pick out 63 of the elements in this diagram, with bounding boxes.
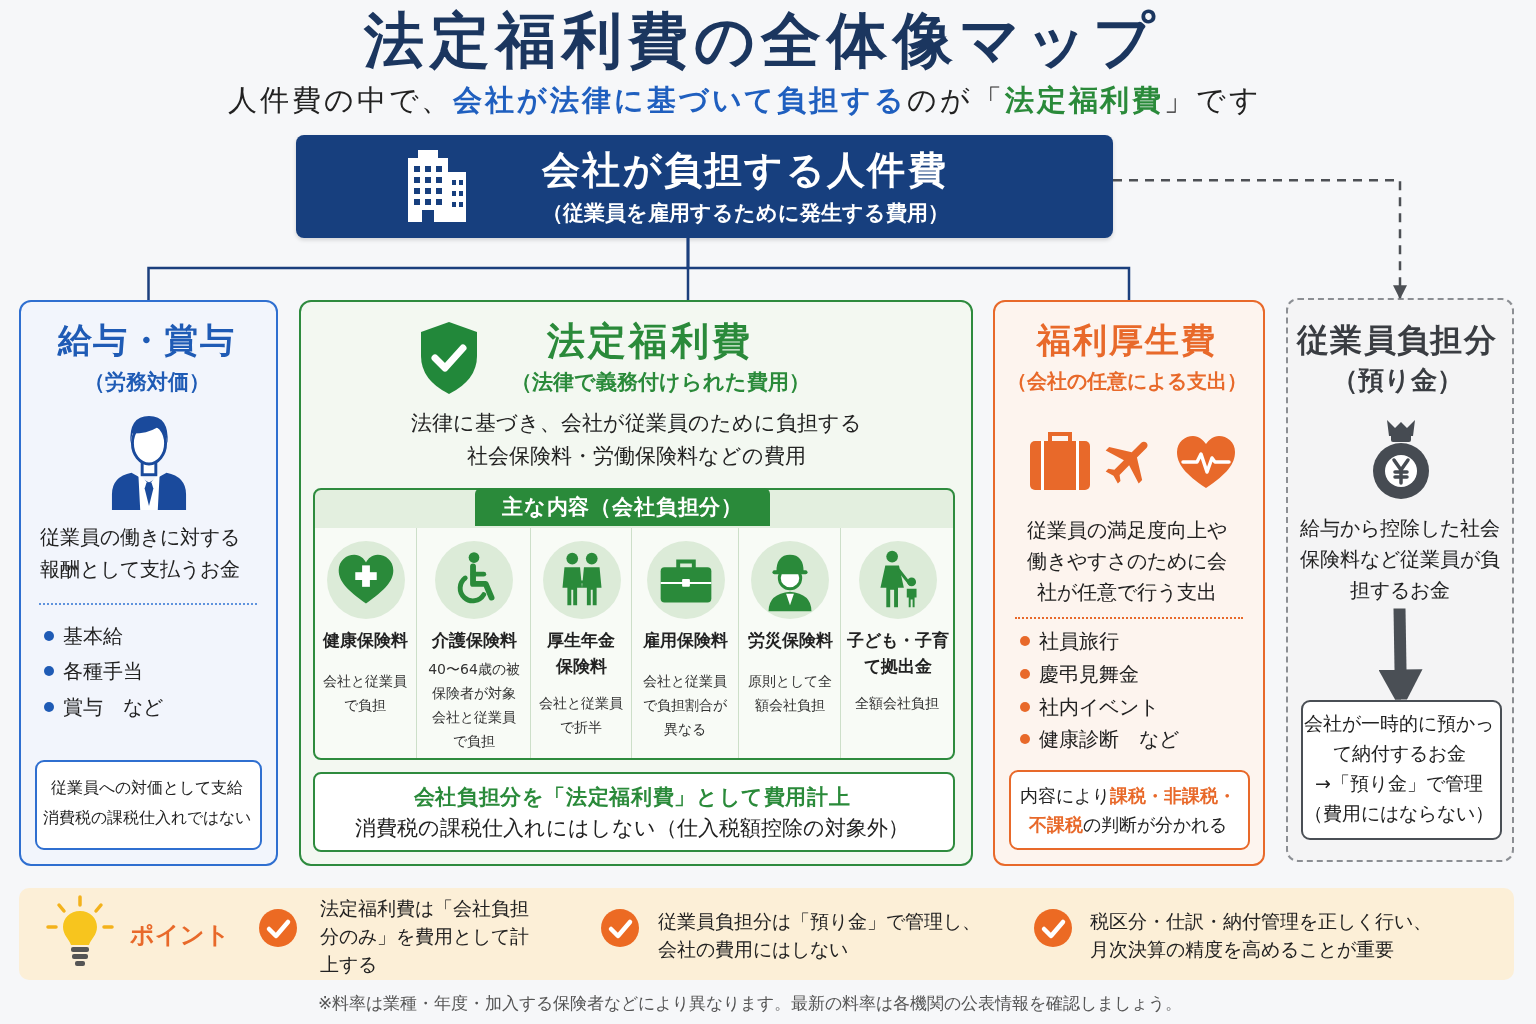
item-description: 会社と従業員で負担割合が異なる: [642, 672, 729, 739]
category-panel: [299, 300, 973, 866]
panel-subtitle: （会社の任意による支出）: [1006, 368, 1248, 395]
note-text: （費用にはならない）: [1303, 800, 1495, 826]
item-name: 子ども・子育て拠出金: [845, 629, 950, 678]
summary-text: 消費税の課税仕入れにはしない（仕入税額控除の対象外）: [354, 815, 910, 842]
description-text: 従業員の働きに対する報酬として支払うお金: [40, 524, 241, 583]
page-subtitle: 人件費の中で、会社が法律に基づいて負担するのが「法定福利費」です: [227, 82, 1263, 119]
item-description: 全額会社負担: [854, 694, 941, 713]
bullet-item: 健康診断 など: [1039, 726, 1180, 753]
point-text: 税区分・仕訳・納付管理を正しく行い、月次決算の精度を高めることが重要: [1090, 909, 1433, 962]
footnote-text: ※料率は業種・年度・加入する保険者などにより異なります。最新の料率は各機関の公表情報を確認しましょう。: [316, 992, 1184, 1015]
bullet-item: 社内イベント: [1039, 694, 1160, 721]
summary-panel: [313, 772, 955, 852]
item-description: 会社と従業員で折半: [538, 694, 625, 737]
point-text: 従業員負担分は「預り金」で管理し、会社の費用にはしない: [658, 909, 982, 962]
note-panel: [1009, 770, 1250, 850]
category-panel: [19, 300, 278, 866]
panel-subtitle: （従業員を雇用するために発生する費用）: [540, 200, 950, 227]
item-description: 原則として全額会社負担: [747, 672, 833, 715]
item-name: 介護保険料: [430, 629, 518, 652]
note-text: →「預り金」で管理: [1314, 770, 1484, 796]
description-text: 法律に基づき、会社が従業員のために負担する社会保険料・労働保険料などの費用: [410, 410, 863, 470]
point-banner: [19, 888, 1514, 980]
note-text: 消費税の課税仕入れではない: [41, 807, 252, 829]
category-panel: [993, 300, 1265, 866]
description-text: 従業員の満足度向上や働きやすさのために会社が任意で行う支出: [1026, 517, 1228, 606]
panel-subtitle: （労務対価）: [82, 369, 211, 396]
item-name: 健康保険料: [322, 629, 409, 652]
panel-title: 会社が負担する人件費: [541, 147, 949, 194]
note-text: 会社が一時的に預かって納付するお金: [1303, 710, 1495, 766]
panel-title: 福利厚生費: [1035, 319, 1219, 362]
bullet-item: 賞与 など: [63, 694, 164, 721]
panel-subtitle: （法律で義務付けられた費用）: [509, 369, 811, 396]
bullet-item: 基本給: [63, 623, 124, 650]
page-title: 法定福利費の全体像マップ: [363, 5, 1161, 75]
item-name: 労災保険料: [746, 629, 834, 652]
summary-text: 会社負担分を「法定福利費」として費用計上: [412, 784, 852, 811]
bullet-item: 社員旅行: [1039, 628, 1120, 655]
bullet-item: 慶弔見舞金: [1039, 661, 1140, 688]
point-heading: ポイント: [130, 920, 231, 950]
connector-line: [686, 238, 1131, 300]
note-text: 従業員への対価として支給: [49, 777, 244, 799]
item-name: 雇用保険料: [642, 629, 729, 652]
panel-subtitle: （預り金）: [1330, 363, 1464, 397]
item-description: 会社と従業員で負担: [431, 708, 517, 751]
description-text: 給与から控除した社会保険料など従業員が負担するお金: [1298, 514, 1501, 604]
section-tab: 主な内容（会社負担分）: [475, 488, 770, 526]
note-text: 内容により課税・非課税・不課税の判断が分かれる: [1018, 784, 1237, 837]
item-name: 厚生年金保険料: [546, 629, 617, 678]
dashed-arrow: [1113, 179, 1407, 300]
note-panel: [35, 760, 262, 850]
item-description: 会社と従業員で負担: [322, 672, 409, 715]
category-panel: [1286, 298, 1514, 862]
item-description: 40〜64歳の被保険者が対象: [427, 660, 521, 703]
panel-title: 給与・賞与: [56, 319, 236, 362]
contents-panel: [313, 488, 955, 760]
note-panel: [1300, 699, 1502, 840]
point-text: 法定福利費は「会社負担分のみ」を費用として計上する: [320, 896, 530, 977]
bullet-item: 各種手当: [63, 658, 144, 685]
panel-title: 法定福利費: [546, 318, 754, 365]
panel-title: 従業員負担分: [1295, 319, 1498, 361]
cost-header-panel: [296, 135, 1113, 238]
